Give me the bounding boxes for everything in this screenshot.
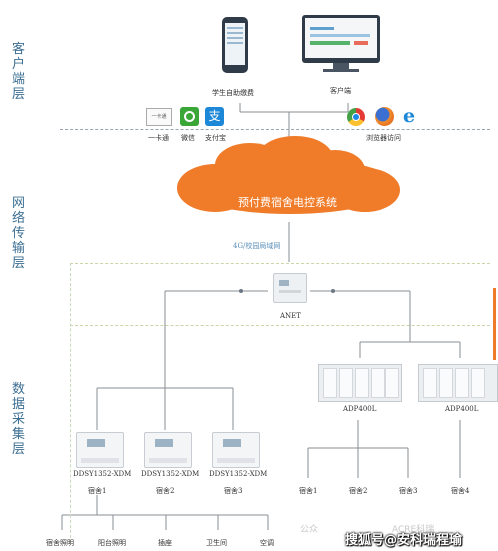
load-balcony-lighting: 阳台照明	[98, 539, 126, 547]
adp-room-4: 宿舍4	[451, 487, 470, 495]
gateway-node-left	[239, 289, 243, 293]
adp-room-3: 宿舍3	[399, 487, 418, 495]
meter-model-2: DDSY1352-XDM	[141, 470, 200, 478]
pc-label: 客户端	[330, 87, 351, 95]
layer-label-data: 数据采集层	[11, 382, 26, 457]
layer-label-client: 客户端层	[11, 42, 26, 102]
load-dorm-lighting: 宿舍照明	[46, 539, 74, 547]
pay-method-wechat: 微信	[181, 134, 195, 142]
pay-method-alipay: 支付宝	[205, 134, 226, 142]
client-layer-divider	[60, 129, 490, 130]
meter-model-1: DDSY1352-XDM	[73, 470, 132, 478]
watermark-primary: 搜狐号@安科瑞程瑜	[345, 533, 463, 548]
watermark-secondary-prefix: 公众	[300, 525, 319, 535]
gateway-label: ANET	[280, 312, 301, 320]
meter-room-1: 宿舍1	[88, 487, 107, 495]
network-data-divider	[70, 325, 490, 326]
monitor-icon	[302, 15, 380, 63]
alipay-icon: 支	[205, 107, 224, 126]
network-link-label: 4G/校园局域网	[232, 241, 282, 251]
load-socket: 插座	[158, 539, 172, 547]
meter-room-2: 宿舍2	[156, 487, 175, 495]
monitor-stand	[333, 63, 349, 69]
phone-icon	[222, 17, 248, 73]
chrome-icon	[347, 108, 365, 126]
adp-label-2: ADP400L	[445, 405, 479, 413]
load-air-conditioner: 空调	[260, 539, 274, 547]
gateway-device-icon	[273, 273, 307, 303]
adp-device-1	[318, 364, 402, 402]
pay-method-card: 一卡通	[148, 134, 169, 142]
meter-model-3: DDSY1352-XDM	[209, 470, 268, 478]
meter-device-2	[144, 432, 192, 468]
cloud-title: 预付费宿舍电控系统	[238, 196, 337, 209]
meter-device-1	[76, 432, 124, 468]
panel-left-edge	[70, 263, 71, 543]
meter-room-3: 宿舍3	[224, 487, 243, 495]
meter-device-3	[212, 432, 260, 468]
adp-device-2	[418, 364, 498, 402]
cloud-shape	[177, 136, 400, 214]
wechat-pay-icon	[180, 107, 199, 126]
layer-label-network: 网络传输层	[11, 196, 26, 271]
adp-label-1: ADP400L	[343, 405, 377, 413]
watermark-secondary-rest: ACRE科瑞	[392, 525, 435, 535]
campus-card-icon: 一卡通	[146, 108, 172, 126]
adp-room-2: 宿舍2	[349, 487, 368, 495]
monitor-base	[323, 69, 359, 72]
network-panel-top	[70, 263, 490, 264]
gateway-node-right	[331, 289, 335, 293]
browser-label: 浏览器访问	[366, 134, 401, 142]
ie-icon: e	[403, 105, 416, 127]
firefox-icon	[375, 107, 394, 126]
phone-label: 学生自助缴费	[212, 89, 254, 97]
load-bathroom: 卫生间	[206, 539, 227, 547]
adp-room-1: 宿舍1	[299, 487, 318, 495]
orange-accent-bar	[493, 288, 496, 360]
